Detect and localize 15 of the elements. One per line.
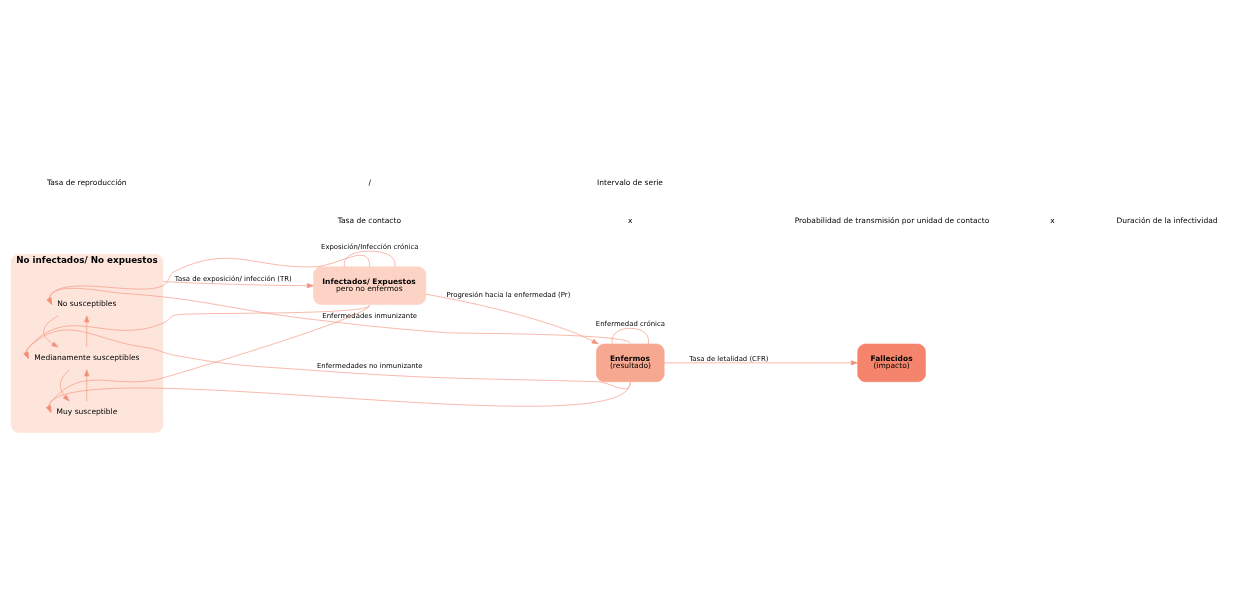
arrow: [23, 329, 631, 389]
connector: [611, 327, 649, 344]
arrow: [46, 254, 370, 305]
arrow: [84, 315, 90, 347]
arrow: [664, 359, 858, 365]
arrow: [162, 280, 314, 288]
connector: [343, 250, 396, 267]
arrow: [46, 381, 631, 413]
arrow: [46, 304, 370, 413]
arrow: [23, 304, 370, 359]
arrow: [60, 368, 70, 401]
arrow: [84, 368, 90, 401]
arrow: [425, 293, 599, 344]
arrow: [46, 287, 631, 344]
arrow: [43, 315, 59, 347]
